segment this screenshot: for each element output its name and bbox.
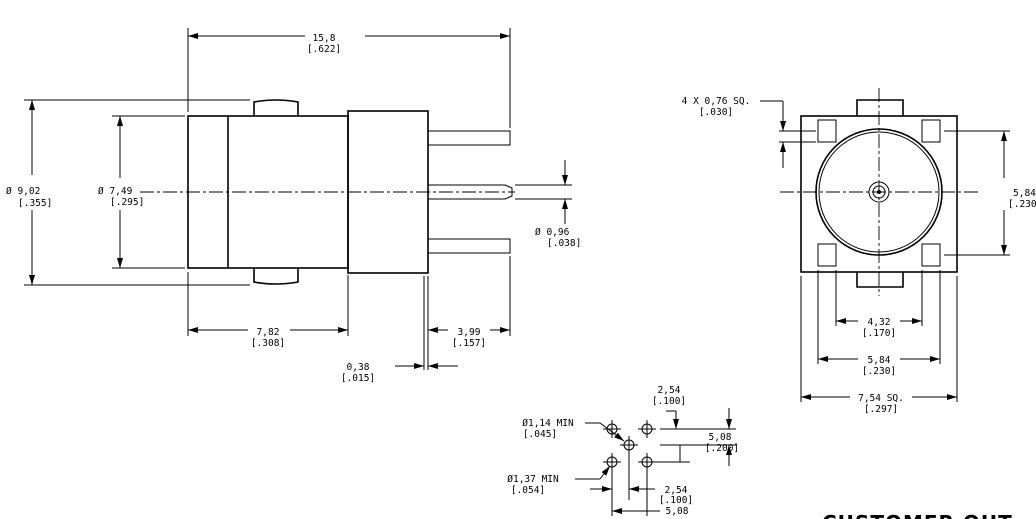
hole-small-in: [.045] <box>523 429 557 440</box>
hole-top-right <box>638 420 656 438</box>
post-spacing-h-in: [.230] <box>862 366 896 377</box>
body-square-in: [.297] <box>864 404 898 415</box>
pitch-side-in: [.200] <box>705 443 739 454</box>
body-length-in: [.308] <box>251 338 285 349</box>
inner-spacing-in: [.170] <box>862 328 896 339</box>
pin-diameter-in: [.038] <box>547 238 581 249</box>
overall-length-mm: 15,8 <box>313 33 336 44</box>
hole-large-in: [.054] <box>511 485 545 496</box>
post-size-mm: 4 X 0,76 SQ. <box>682 96 751 107</box>
standoff-in: [.015] <box>341 373 375 384</box>
pin-length-mm: 3,99 <box>458 327 481 338</box>
pin-length-in: [.157] <box>452 338 486 349</box>
pitch-top-in: [.100] <box>652 396 686 407</box>
post-spacing-h-mm: 5,84 <box>868 355 891 366</box>
pitch-bottom-mm: 2,54 <box>665 485 688 496</box>
pin-diameter-mm: Ø 0,96 <box>535 227 570 238</box>
span-bottom-mm: 5,08 <box>666 506 689 517</box>
pcb-footprint <box>575 408 736 516</box>
side-view <box>24 28 572 370</box>
post-spacing-v-in: [.230] <box>1008 199 1036 210</box>
end-view-dimensions: 4 X 0,76 SQ. [.030] 5,84 [.230] 4,32 [.1… <box>682 96 1036 415</box>
hole-small-mm: Ø1,14 MIN <box>522 418 574 429</box>
hole-bottom-right <box>638 453 656 471</box>
hole-top-left <box>603 420 621 438</box>
customer-outline-stamp: CUSTOMER OUT <box>822 511 1013 519</box>
end-view <box>760 88 1010 402</box>
pitch-bottom-in: [.100] <box>659 495 693 506</box>
post-spacing-v-mm: 5,84 <box>1013 188 1036 199</box>
outer-diameter-in: [.355] <box>18 198 52 209</box>
side-view-dimensions: 15,8 [.622] Ø 9,02 [.355] Ø 7,49 [.295] … <box>6 33 581 384</box>
body-square-mm: 7,54 SQ. <box>858 393 904 404</box>
inner-diameter-in: [.295] <box>110 197 144 208</box>
hole-large-mm: Ø1,37 MIN <box>507 474 559 485</box>
body-length-mm: 7,82 <box>257 327 280 338</box>
standoff-mm: 0,38 <box>347 362 370 373</box>
footprint-dimensions: Ø1,14 MIN [.045] Ø1,37 MIN [.054] 2,54 [… <box>507 385 739 517</box>
outer-diameter-mm: Ø 9,02 <box>6 186 40 197</box>
hole-bottom-left <box>603 453 621 471</box>
inner-diameter-mm: Ø 7,49 <box>98 186 133 197</box>
pitch-side-mm: 5,08 <box>709 432 732 443</box>
inner-spacing-mm: 4,32 <box>868 317 891 328</box>
pitch-top-mm: 2,54 <box>658 385 681 396</box>
post-size-in: [.030] <box>699 107 733 118</box>
hole-center <box>620 436 638 454</box>
overall-length-in: [.622] <box>307 44 341 55</box>
